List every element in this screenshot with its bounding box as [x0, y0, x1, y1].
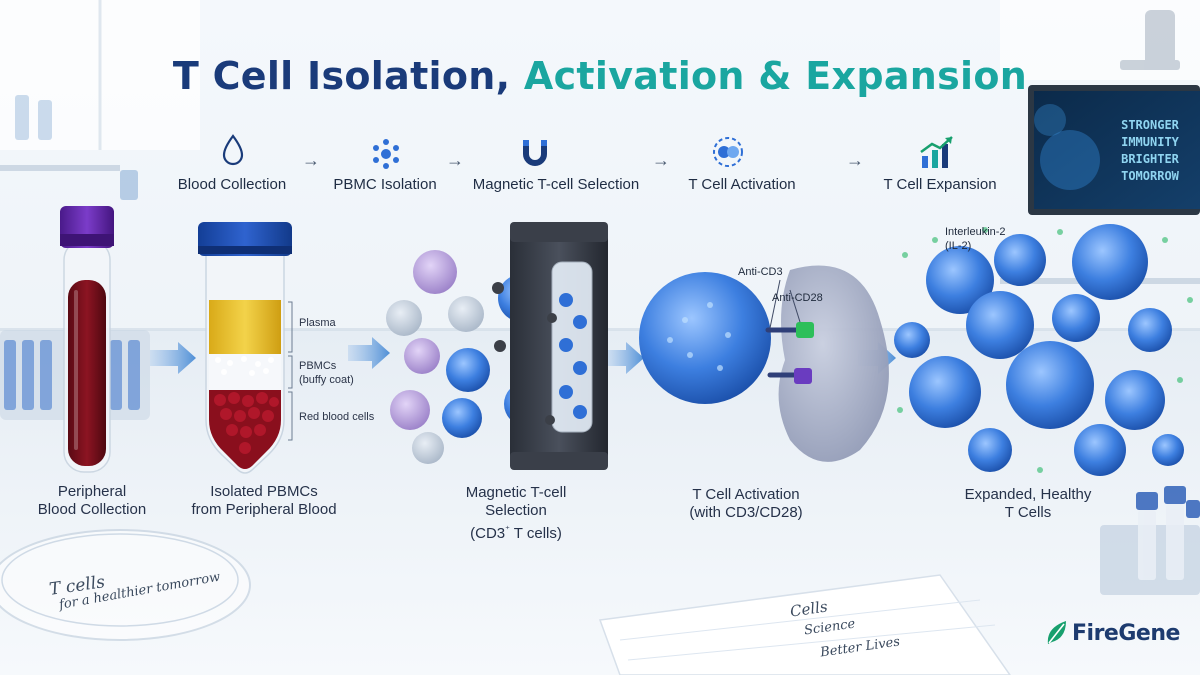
step-label-activation: T Cell Activation — [688, 176, 796, 193]
title-part-1: T Cell Isolation, — [172, 54, 524, 98]
pbmcs-label: PBMCs — [299, 360, 337, 372]
petri-dish — [0, 529, 251, 641]
magnetic-separator — [492, 222, 608, 470]
blood-collection-tube — [60, 206, 114, 473]
plasma-label: Plasma — [299, 317, 336, 329]
anti-cd28-label: Anti-CD28 — [772, 292, 823, 304]
step-arrow: → — [652, 150, 670, 170]
expanded-cells — [894, 224, 1193, 476]
caption-blood-collection: Peripheral Blood Collection — [37, 483, 147, 518]
buffy-coat-label: (buffy coat) — [299, 374, 354, 386]
caption-activation: T Cell Activation (with CD3/CD28) — [689, 486, 803, 521]
caption-isolated-pbmcs: Isolated PBMCs from Peripheral Blood — [191, 483, 337, 518]
page-title: T Cell Isolation, Activation & Expansion — [0, 54, 1200, 98]
caption-magnetic-selection: Magnetic T-cell Selection (CD3⁺ T cells) — [465, 484, 567, 542]
step-arrow: → — [846, 150, 864, 170]
brand-logo: FireGene — [1072, 621, 1180, 646]
anti-cd3-label: Anti-CD3 — [738, 266, 783, 278]
interleukin-label: Interleukin-2 — [945, 226, 1006, 238]
lab-monitor — [1028, 85, 1200, 215]
red-blood-cells-label: Red blood cells — [299, 411, 375, 423]
caption-expansion: Expanded, Healthy T Cells — [964, 486, 1092, 521]
step-label-magnetic-selection: Magnetic T-cell Selection — [472, 176, 640, 193]
monitor-text: STRONGER IMMUNITY BRIGHTER TOMORROW — [1121, 118, 1179, 183]
blood-drop-icon — [222, 134, 244, 166]
magnet-icon — [523, 140, 547, 166]
interleukin-abbrev-label: (IL-2) — [945, 240, 972, 252]
step-arrow: → — [302, 150, 320, 170]
cell-cluster-icon — [373, 139, 399, 169]
activated-cell-icon — [713, 137, 743, 167]
step-label-pbmc-isolation: PBMC Isolation — [333, 176, 437, 193]
growth-chart-icon — [920, 136, 953, 168]
activation-scene — [639, 265, 889, 462]
title-part-2: Activation & Expansion — [523, 54, 1028, 98]
flow-arrows — [150, 337, 896, 374]
step-arrow: → — [446, 150, 464, 170]
leaf-logo-icon — [1047, 621, 1066, 644]
notebook — [598, 574, 1011, 675]
pbmc-tube — [198, 222, 293, 474]
step-label-expansion: T Cell Expansion — [883, 176, 997, 193]
step-label-blood-collection: Blood Collection — [177, 176, 287, 193]
